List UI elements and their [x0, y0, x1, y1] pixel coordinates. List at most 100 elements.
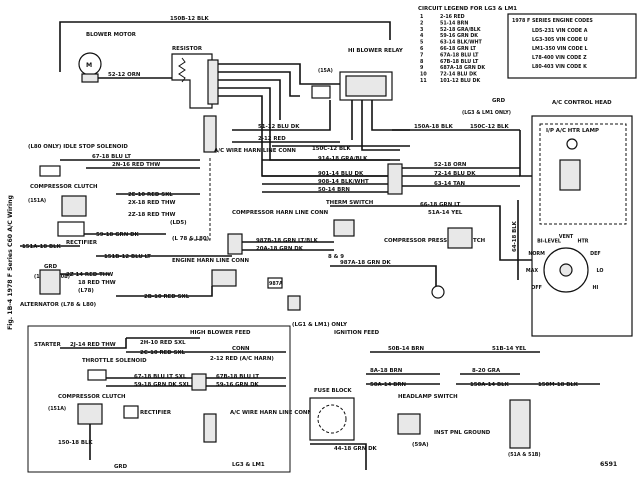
box-987a — [267, 277, 283, 289]
wire-52-label: 52-12 ORN — [108, 72, 141, 78]
wire-987a-label: 987A-18 GRN DK — [340, 260, 391, 266]
wire-l78b-label: (L78) — [78, 288, 94, 294]
engine-codes-box — [507, 13, 637, 79]
engine-harn-conn-label: ENGINE HARN LINE CONN — [172, 258, 249, 264]
legend-circuit: 63-14 BLK/WHT — [440, 40, 482, 46]
rotary-position-label: HI — [592, 285, 598, 291]
small-connector-left — [203, 115, 217, 153]
wire-151a-label: 151A-18 BLK — [22, 244, 62, 250]
headlamp-switch-body — [397, 413, 421, 435]
wire-2n-label: 2N-16 RED THW — [112, 162, 160, 168]
wire-2-ac-label: 2-12 RED (A/C HARN) — [210, 356, 274, 362]
blower-motor: BLOWER MOTOR M — [78, 32, 137, 83]
compressor-harn-conn — [227, 233, 243, 255]
figure-code: 6591 — [600, 461, 617, 468]
legend-circuit: 72-14 BLU DK — [440, 72, 477, 78]
blower-motor-m: M — [86, 62, 92, 69]
compressor-clutch2-label: COMPRESSOR CLUTCH — [58, 394, 126, 400]
wire-8a-label: 8A-18 BRN — [370, 368, 403, 374]
wire-987a — [330, 265, 437, 286]
fuse-block: FUSE BLOCK — [309, 388, 355, 441]
legend-number: 11 — [420, 78, 427, 84]
control-head-conn — [559, 159, 581, 191]
lamp-symbol — [566, 138, 578, 150]
alternator-label: ALTERNATOR (L78 & L80) — [20, 302, 96, 308]
rectifier2-label: RECTIFIER — [140, 410, 172, 416]
relay-fuse-box — [311, 85, 331, 99]
wire-51-label: 51-12 BLU DK — [258, 124, 300, 130]
lg1-lm1-conn — [287, 295, 301, 311]
legend-circuit: 52-18 GRA/BLK — [440, 27, 481, 33]
rotary-hub — [559, 263, 573, 277]
fuse-block-body — [309, 397, 355, 441]
blower-motor-label: BLOWER MOTOR — [86, 32, 137, 38]
wire-2h-label: 2H-10 RED SXL — [140, 340, 186, 346]
detail-frame — [27, 325, 291, 473]
wire-2x-label: 2X-18 RED THW — [128, 200, 175, 206]
wire-66-label: 66-18 GRN LT — [420, 202, 461, 208]
legend-number: 2 — [420, 20, 423, 26]
therm-switch: THERM SWITCH — [326, 200, 374, 237]
wire-l78-label: (L 78 & L80) — [172, 236, 209, 242]
headlamp-switch-label: HEADLAMP SWITCH — [398, 394, 458, 400]
figure-side-title: Fig. 1B-4 1978 F Series C60 A/C Wiring — [7, 195, 14, 330]
wire-18red-label: 18 RED THW — [78, 280, 116, 286]
clutch2-body — [77, 403, 103, 425]
idle-stop-solenoid: (L80 ONLY) IDLE STOP SOLENOID — [28, 144, 128, 177]
engine-code: L78-400 VIN CODE Z — [532, 55, 587, 61]
lg1-lm1-label: (LG1 & LM1) ONLY — [292, 322, 347, 328]
legend-number: 6 — [420, 46, 424, 52]
idle-solenoid-label: (L80 ONLY) IDLE STOP SOLENOID — [28, 144, 128, 150]
wire-51b-label: 51B-14 YEL — [492, 346, 527, 352]
legend-number: 9 — [420, 65, 424, 71]
wire-2e-label: 2E-10 RED SXL — [128, 192, 173, 198]
wire-59-label: 59-18 GRN DK — [96, 232, 140, 238]
grd-label: GRD — [492, 98, 506, 104]
wire-150m-label: 150M-18 BLK — [538, 382, 579, 388]
resistor: RESISTOR — [171, 46, 219, 109]
ip-lamp-label: I/P A/C HTR LAMP — [546, 128, 599, 134]
wire-ld5-label: (LD5) — [170, 220, 187, 226]
alternator: GRD (101A & 10B) ALTERNATOR (L78 & L80) — [20, 264, 96, 308]
resistor-body — [171, 53, 213, 109]
wire-2c-label: 2C-10 RED SXL — [140, 350, 186, 356]
clutch-body — [61, 195, 87, 217]
clutch2-fuse-label: (151A) — [48, 406, 66, 412]
detail-conn — [191, 373, 207, 391]
wire-151b-label: 151B-12 BLU LT — [104, 254, 151, 260]
ac-wire-harn2-conn — [203, 413, 217, 443]
box-987a-label: 987A — [269, 281, 283, 287]
grd-note: (LG3 & LM1 ONLY) — [462, 110, 511, 116]
wire-59b-label: 59-18 GRN DK SXL — [134, 382, 191, 388]
idle-solenoid-body — [39, 165, 61, 177]
conn-label: CONN — [232, 346, 250, 352]
engine-harn-conn — [211, 269, 237, 287]
wire-150a14-label: 150A-14 BLK — [470, 382, 510, 388]
ignition-feed-label: IGNITION FEED — [334, 330, 380, 336]
wire-8-label: 8-20 GRA — [472, 368, 501, 374]
wire-2z14-label: 2Z 14 RED THW — [66, 272, 113, 278]
engine-code: LG3-305 VIN CODE U — [532, 37, 588, 43]
wire-2b-label: 2B-10 RED SXL — [144, 294, 190, 300]
lg3-lm1-label: LG3 & LM1 — [232, 462, 265, 468]
wire-2j — [60, 338, 127, 349]
legend-number: 8 — [420, 59, 424, 65]
wire-50-label: 50-14 BRN — [318, 187, 350, 193]
relay-inner — [345, 75, 387, 97]
ac-control-head: A/C CONTROL HEAD I/P A/C HTR LAMP OFFMAX… — [526, 100, 633, 337]
legend-circuit: 66-18 GRN LT — [440, 46, 477, 52]
legend-number: 7 — [420, 52, 423, 58]
engine-code: LM1-350 VIN CODE L — [532, 46, 588, 52]
wire-relay-drop3 — [371, 100, 410, 131]
wire-2j-label: 2J-14 RED THW — [70, 342, 116, 348]
hi-blower-relay-label: HI BLOWER RELAY — [348, 48, 403, 54]
wire-to-head — [519, 130, 532, 177]
wire-64-label: 64-18 BLK — [512, 220, 518, 252]
rotary-position-label: OFF — [531, 285, 542, 291]
legend-circuit: 101-12 BLU DK — [440, 78, 480, 84]
wire-914-label: 914-18 GRA/BLK — [318, 156, 368, 162]
legend-circuit: 59-16 GRN DK — [440, 33, 478, 39]
high-blower-feed-label: HIGH BLOWER FEED — [190, 330, 251, 336]
